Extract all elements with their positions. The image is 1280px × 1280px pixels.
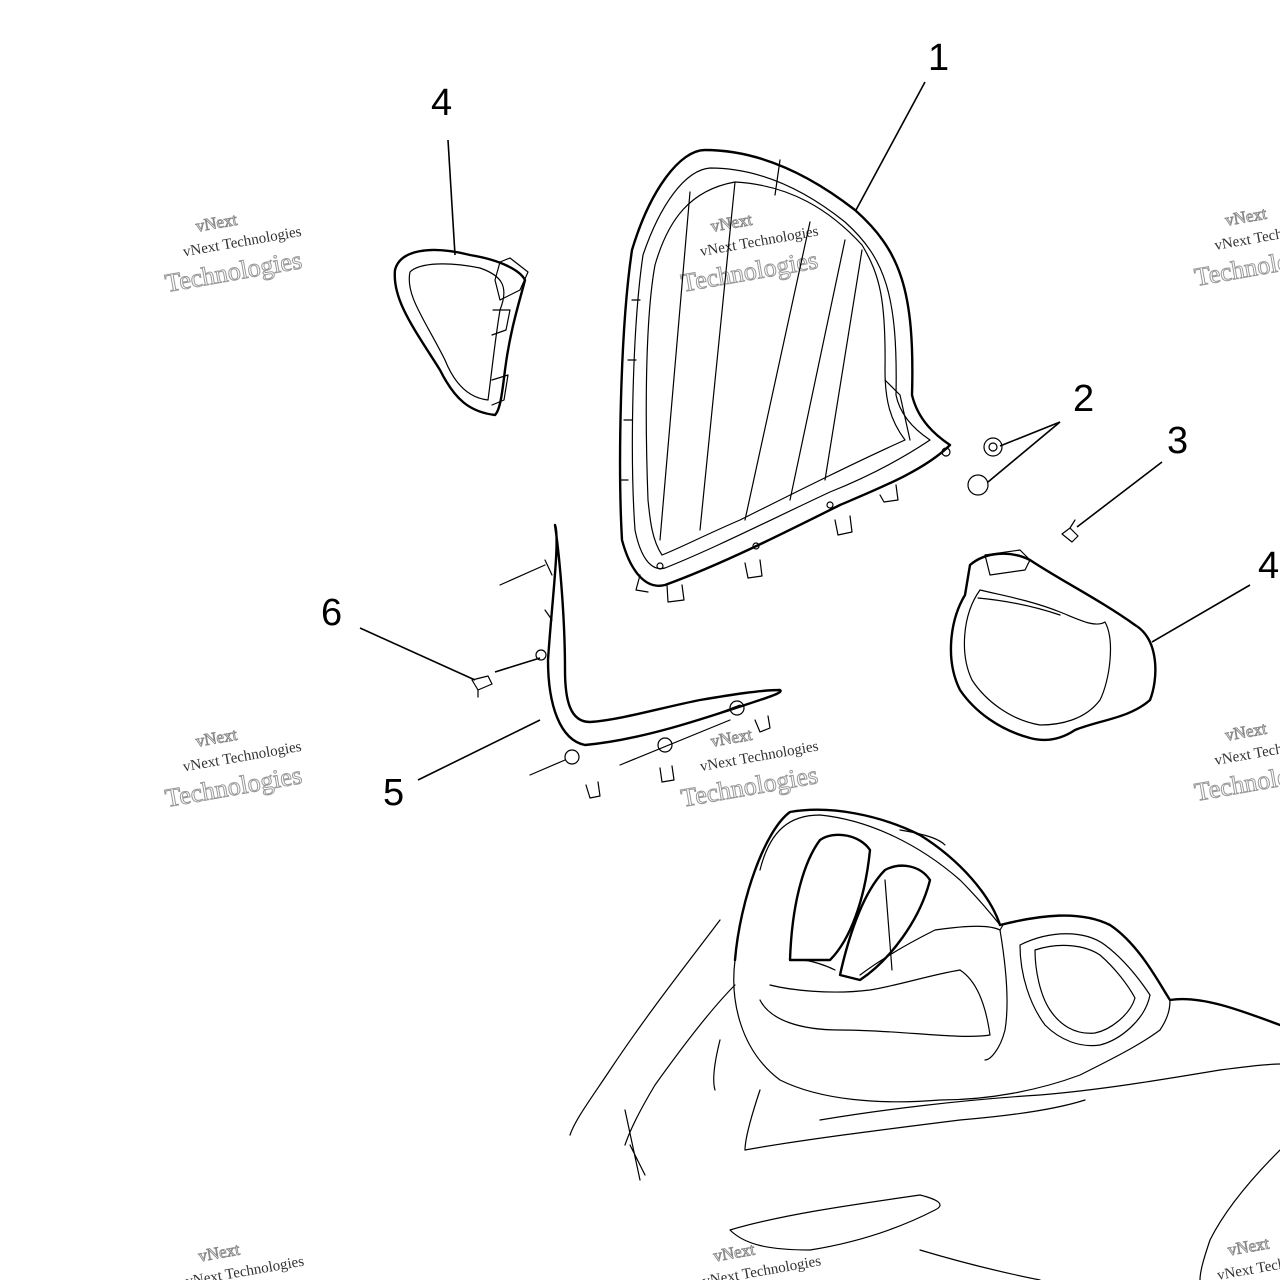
leader-3 bbox=[1076, 461, 1163, 528]
callout-6: 6 bbox=[321, 592, 342, 634]
callout-1: 1 bbox=[928, 37, 949, 79]
callout-3: 3 bbox=[1167, 420, 1188, 462]
leader-lines bbox=[359, 81, 1251, 781]
watermark-mid-right: vNext vNext Technologies Technologies bbox=[1192, 718, 1280, 807]
watermark-line1: vNext bbox=[194, 210, 238, 236]
leader-2a bbox=[999, 421, 1061, 447]
watermark-top-right: vNext vNext Technologies Technologies bbox=[1192, 203, 1280, 292]
callout-4-right: 4 bbox=[1258, 545, 1279, 587]
screw-left-part bbox=[471, 675, 493, 698]
leader-4-left bbox=[447, 139, 456, 256]
leader-1 bbox=[855, 81, 926, 211]
watermark-line1: vNext bbox=[197, 1240, 241, 1266]
leader-5 bbox=[417, 719, 541, 781]
hood-assembly bbox=[569, 808, 1280, 1280]
screw-right-part bbox=[1061, 519, 1079, 543]
callout-4-left: 4 bbox=[431, 82, 452, 124]
watermark-line1: vNext bbox=[1224, 204, 1268, 230]
watermark-line1: vNext bbox=[1224, 719, 1268, 745]
watermark-bottom-center: vNext vNext Technologies bbox=[701, 1239, 822, 1280]
leader-2b bbox=[987, 421, 1061, 483]
watermark-bottom-right: vNext vNext Technologies bbox=[1216, 1233, 1280, 1280]
callout-2: 2 bbox=[1073, 378, 1094, 420]
watermark-line1: vNext bbox=[1226, 1234, 1270, 1260]
watermark-line1: vNext bbox=[194, 725, 238, 751]
washers-part bbox=[967, 437, 1003, 496]
watermark-top-left: vNext vNext Technologies Technologies bbox=[162, 209, 304, 298]
mirror-right-part bbox=[949, 549, 1157, 742]
leader-6-ext bbox=[494, 657, 541, 673]
watermark-top-center: vNext vNext Technologies Technologies bbox=[678, 209, 820, 298]
watermark-line1: vNext bbox=[712, 1240, 756, 1266]
watermark-bottom-left: vNext vNext Technologies bbox=[184, 1239, 305, 1280]
watermark-mid-center: vNext vNext Technologies Technologies bbox=[678, 724, 820, 813]
mirror-left-part bbox=[393, 248, 529, 417]
leader-6 bbox=[359, 627, 476, 681]
callout-5: 5 bbox=[383, 772, 404, 814]
leader-4-right bbox=[1151, 584, 1251, 643]
watermark-mid-left: vNext vNext Technologies Technologies bbox=[162, 724, 304, 813]
windshield-part bbox=[618, 148, 952, 603]
watermark-line1: vNext bbox=[709, 725, 753, 751]
trim-part bbox=[499, 523, 782, 799]
